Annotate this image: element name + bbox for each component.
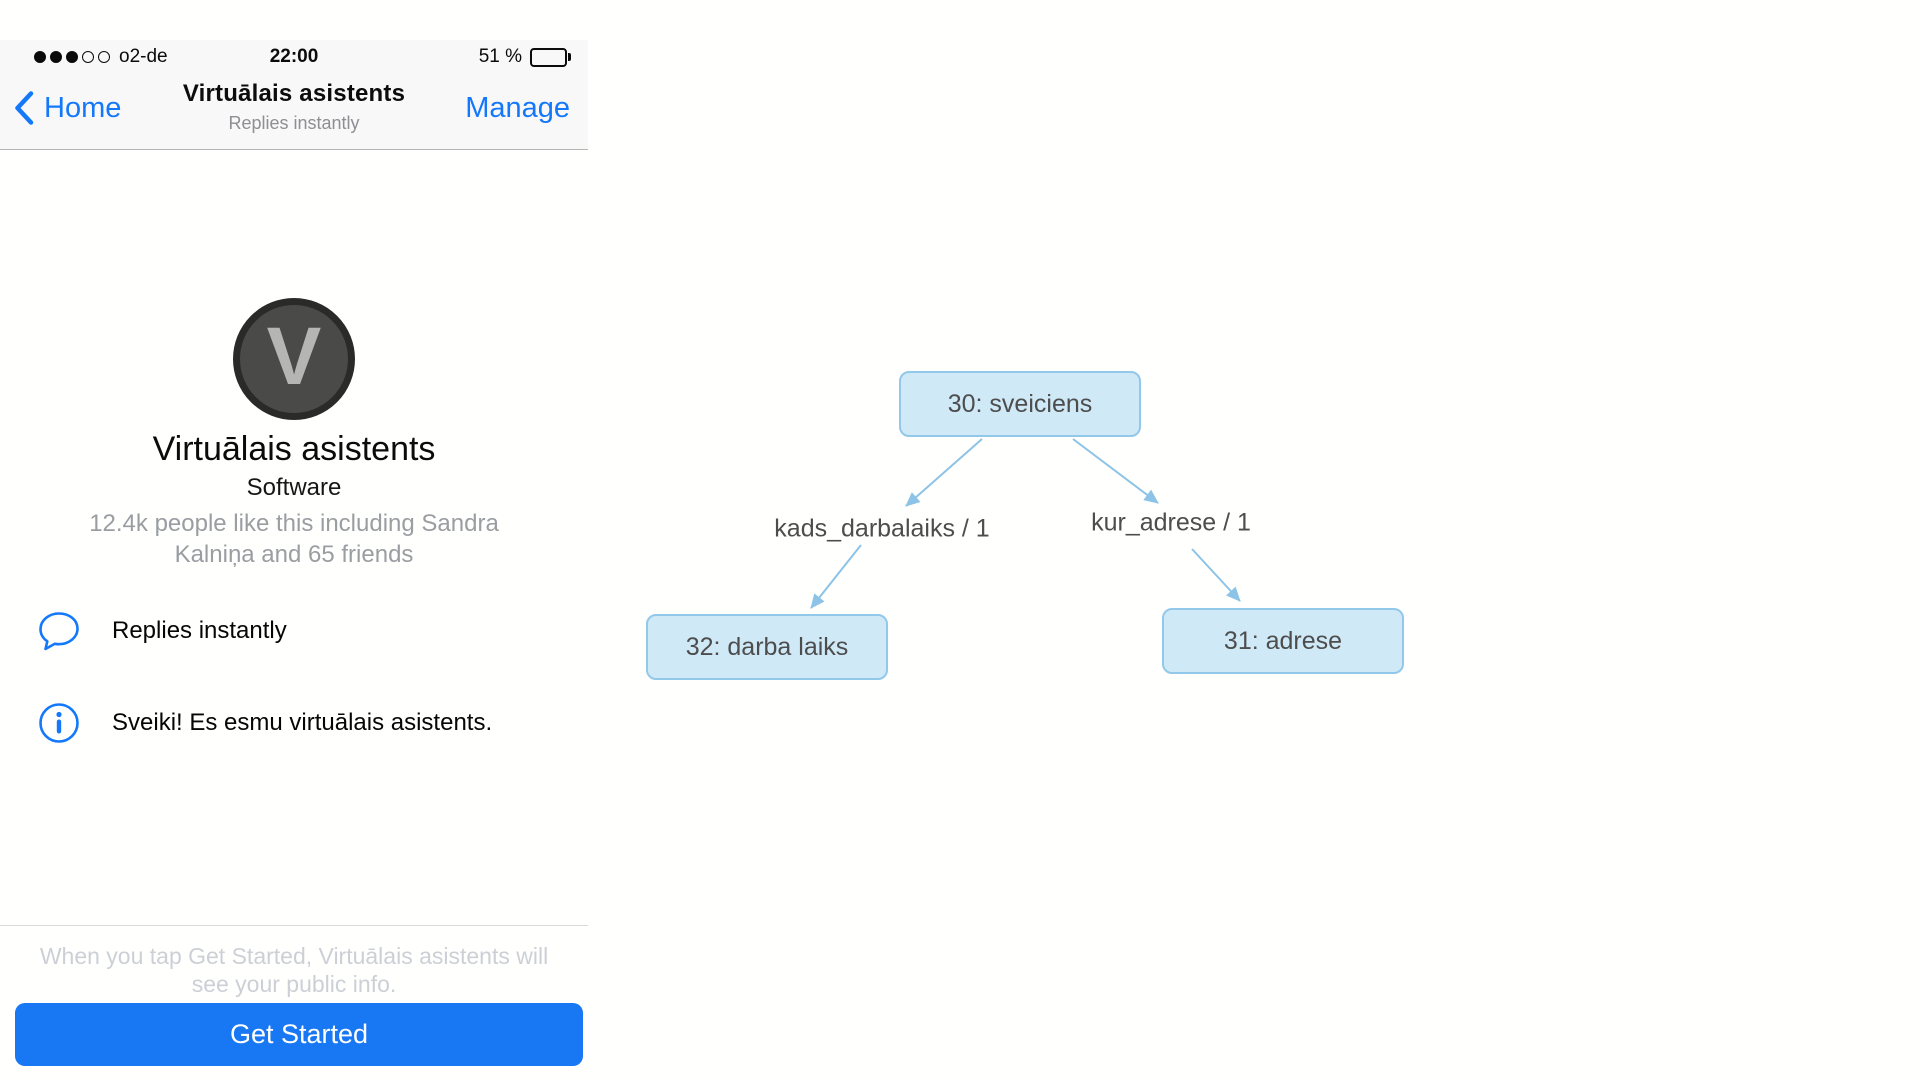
status-bar: o2-de 22:00 51 % bbox=[0, 44, 588, 70]
clock: 22:00 bbox=[269, 46, 319, 67]
page-likes-line1: 12.4k people like this including Sandra bbox=[89, 510, 499, 537]
battery-nub bbox=[568, 53, 571, 61]
disclaimer-line2: see your public info. bbox=[191, 971, 397, 997]
flow-node-32: 32: darba laiks bbox=[646, 614, 888, 680]
flow-edge-label: kads_darbalaiks / 1 bbox=[774, 514, 990, 543]
signal-dot bbox=[50, 51, 62, 63]
conversation-subtitle: Replies instantly bbox=[228, 113, 360, 133]
disclaimer-line1: When you tap Get Started, Virtuālais asi… bbox=[39, 943, 549, 969]
page-likes-line2: Kalniņa and 65 friends bbox=[174, 541, 414, 568]
status-left: o2-de bbox=[34, 44, 168, 70]
bot-greeting-label: Sveiki! Es esmu virtuālais asistents. bbox=[112, 709, 493, 736]
signal-dot bbox=[66, 51, 78, 63]
flow-edge-label: kur_adrese / 1 bbox=[1091, 508, 1251, 537]
avatar: V bbox=[233, 298, 355, 420]
signal-dot bbox=[98, 51, 110, 63]
battery-percent: 51 % bbox=[478, 46, 522, 67]
get-started-button[interactable]: Get Started bbox=[15, 1003, 583, 1066]
footer-divider bbox=[0, 925, 588, 926]
carrier-label: o2-de bbox=[119, 46, 168, 67]
flow-node-30: 30: sveiciens bbox=[899, 371, 1141, 437]
top-chrome: o2-de 22:00 51 % Home Virtuālais asisten… bbox=[0, 40, 588, 150]
status-right: 51 % bbox=[479, 44, 572, 70]
flow-edge bbox=[905, 438, 983, 507]
bot-greeting-row: Sveiki! Es esmu virtuālais asistents. bbox=[36, 700, 492, 746]
info-icon bbox=[36, 700, 82, 746]
flow-node-31: 31: adrese bbox=[1162, 608, 1404, 674]
page-title: Virtuālais asistents bbox=[152, 430, 436, 468]
manage-button[interactable]: Manage bbox=[465, 92, 570, 124]
nav-center: Virtuālais asistents Replies instantly bbox=[80, 80, 508, 134]
avatar-letter: V bbox=[266, 311, 322, 402]
flow-edge bbox=[810, 544, 862, 609]
get-started-disclaimer: When you tap Get Started, Virtuālais asi… bbox=[24, 942, 564, 998]
replies-instantly-row: Replies instantly bbox=[36, 608, 287, 654]
page-category: Software bbox=[246, 474, 342, 501]
page-likes: 12.4k people like this including Sandra … bbox=[64, 508, 524, 570]
flow-edge bbox=[1191, 548, 1241, 602]
messenger-bot-profile-screen: o2-de 22:00 51 % Home Virtuālais asisten… bbox=[0, 0, 588, 1080]
battery-icon bbox=[530, 47, 571, 67]
signal-dot bbox=[34, 51, 46, 63]
signal-dot bbox=[82, 51, 94, 63]
chat-bubble-icon bbox=[36, 608, 82, 654]
conversation-title: Virtuālais asistents bbox=[182, 80, 406, 107]
back-button-label: Home bbox=[44, 91, 122, 124]
chevron-left-icon bbox=[15, 91, 34, 125]
back-button-home[interactable]: Home bbox=[14, 90, 121, 126]
navigation-bar: Home Virtuālais asistents Replies instan… bbox=[0, 76, 588, 148]
flow-edge bbox=[1072, 438, 1159, 504]
signal-strength-icon bbox=[34, 51, 110, 63]
replies-instantly-label: Replies instantly bbox=[112, 617, 287, 644]
